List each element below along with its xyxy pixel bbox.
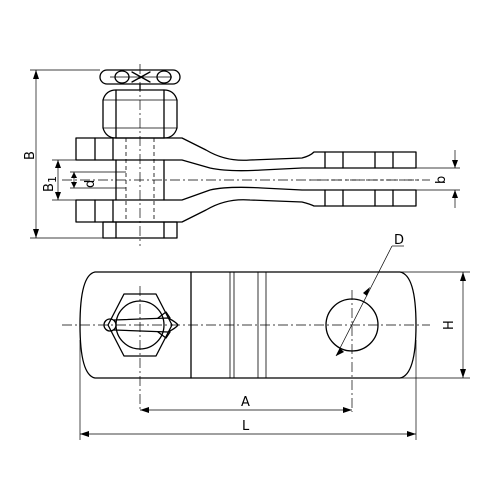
dimension-A: A [140, 395, 352, 413]
dimension-d: d [70, 171, 126, 189]
dimension-B: B [23, 69, 103, 239]
lower-yoke-plate [75, 186, 417, 223]
label-L: L [242, 419, 250, 434]
label-b: b [434, 176, 449, 184]
dimension-H: H [400, 271, 470, 379]
dimension-D: D [335, 233, 404, 357]
label-D: D [394, 233, 404, 248]
upper-yoke-plate [75, 137, 417, 172]
dimension-L: L [79, 340, 417, 440]
label-H: H [442, 320, 457, 330]
label-B1: B [42, 183, 57, 192]
side-view: B B 1 d [23, 64, 460, 246]
label-A: A [241, 395, 250, 410]
dimension-B1: B 1 [42, 159, 76, 201]
label-d: d [83, 180, 98, 188]
label-B1-subscript: 1 [46, 176, 59, 183]
plan-view: D H A L [62, 233, 470, 440]
dimension-b: b [416, 150, 460, 208]
label-B: B [23, 151, 38, 160]
